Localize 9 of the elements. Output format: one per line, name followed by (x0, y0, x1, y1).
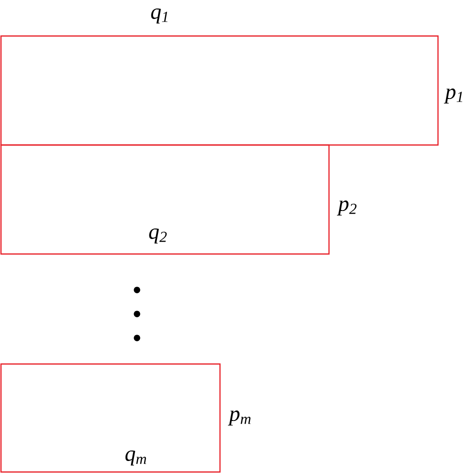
variable-label: q$_{2}$ (149, 228, 167, 244)
variable-label: p$_{1}$ (444, 88, 462, 104)
variable-label: q$_{1}$ (151, 8, 168, 24)
variable-label: p$_{m}$ (228, 410, 251, 426)
variable-label: q$_{m}$ (125, 450, 146, 466)
variable-label: p$_{2}$ (336, 200, 356, 216)
frame-box (0, 35, 439, 146)
frame-box (0, 144, 330, 255)
frame-box (0, 363, 221, 473)
